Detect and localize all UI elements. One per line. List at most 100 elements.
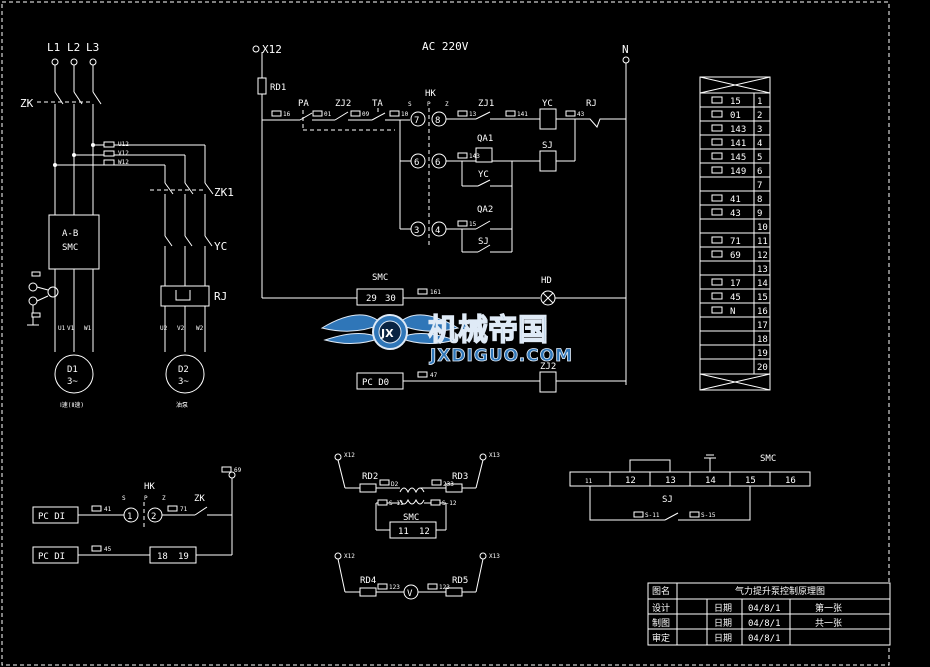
l1-label: L1 bbox=[47, 41, 60, 54]
n-label: N bbox=[622, 43, 629, 56]
terminal-number: 17 bbox=[757, 321, 768, 331]
smc-wire-s11: S-11 bbox=[645, 512, 660, 519]
terminal-wire: 69 bbox=[730, 251, 741, 261]
terminal-number: 3 bbox=[757, 125, 762, 135]
terminal-wire: 145 bbox=[730, 153, 746, 163]
hk-7: 7 bbox=[414, 116, 419, 126]
in-wire-71: 71 bbox=[180, 506, 188, 513]
in-wire-41: 41 bbox=[104, 506, 112, 513]
phase-w2: W2 bbox=[196, 325, 204, 332]
in-hk-label: HK bbox=[144, 482, 155, 492]
mid-wire-d2: D2 bbox=[391, 481, 399, 488]
smc-wire-s15: S-15 bbox=[701, 512, 716, 519]
terminal-number: 2 bbox=[757, 111, 762, 121]
phase-v2: V2 bbox=[177, 325, 185, 332]
sj-label: SJ bbox=[542, 141, 553, 151]
rd3-label: RD3 bbox=[452, 472, 468, 482]
wire-10: 10 bbox=[401, 111, 409, 118]
title-date-label: 日期 bbox=[714, 603, 732, 614]
terminal-number: 7 bbox=[757, 181, 762, 191]
drawing-border bbox=[1, 1, 890, 666]
title-date-label: 日期 bbox=[714, 618, 732, 629]
coil-sj bbox=[539, 150, 557, 172]
coil-yc bbox=[539, 108, 557, 130]
mid-wire-233: 233 bbox=[443, 481, 454, 488]
transformer-primary bbox=[399, 487, 425, 494]
rd4-label: RD4 bbox=[360, 576, 376, 586]
phase-u2: U2 bbox=[160, 325, 168, 332]
smc-cell-16: 16 bbox=[785, 476, 796, 486]
sj-contact-label: SJ bbox=[478, 237, 489, 247]
mid-x13b: X13 bbox=[489, 553, 500, 560]
voltmeter-label: V bbox=[407, 589, 413, 599]
terminal-number: 13 bbox=[757, 265, 768, 275]
terminal-number: 10 bbox=[757, 223, 768, 233]
wire-01: 01 bbox=[324, 111, 332, 118]
mid-t12: 12 bbox=[419, 527, 430, 537]
wire-15: 15 bbox=[469, 221, 477, 228]
title-sheet: 共一张 bbox=[815, 618, 842, 629]
d2-phase: 3~ bbox=[178, 377, 189, 387]
terminal-wire: 17 bbox=[730, 279, 741, 289]
hk-label: HK bbox=[425, 89, 436, 99]
smc-cell-12: 12 bbox=[625, 476, 636, 486]
terminal-wire: 41 bbox=[730, 195, 741, 205]
watermark: JX 机械帝国 JXDIGUO.COM bbox=[320, 312, 573, 366]
terminal-number: 20 bbox=[757, 363, 768, 373]
smc-cell-15: 15 bbox=[745, 476, 756, 486]
motor-d2 bbox=[165, 354, 205, 394]
terminal-wire: 45 bbox=[730, 293, 741, 303]
mid-t11: 11 bbox=[398, 527, 409, 537]
smc-sj-label: SJ bbox=[662, 495, 673, 505]
smc-terminal-29-30 bbox=[356, 288, 404, 306]
power-circuit: L1 L2 L3 ZK U12 V12 W12 A-B SMC U1 V1 W1 bbox=[20, 41, 234, 409]
smc-30: 30 bbox=[385, 294, 396, 304]
terminal-number: 19 bbox=[757, 349, 768, 359]
wire-w12: U12 bbox=[118, 141, 129, 148]
hk-z: Z bbox=[445, 101, 449, 108]
terminal-wire: 141 bbox=[730, 139, 746, 149]
terminal-number: 11 bbox=[757, 237, 768, 247]
l3-label: L3 bbox=[86, 41, 99, 54]
yc-label: YC bbox=[542, 99, 553, 109]
zj1-label: ZJ1 bbox=[478, 99, 494, 109]
wire-09: 09 bbox=[362, 111, 370, 118]
terminal-wire: 43 bbox=[730, 209, 741, 219]
wire-47: 47 bbox=[430, 372, 438, 379]
phase-v1: V1 bbox=[67, 325, 75, 332]
terminal-number: 4 bbox=[757, 139, 762, 149]
fuse-rd1 bbox=[257, 77, 267, 95]
hk-s: S bbox=[408, 101, 412, 108]
motor-d1 bbox=[54, 354, 94, 394]
rd2-label: RD2 bbox=[362, 472, 378, 482]
watermark-cn: 机械帝国 bbox=[428, 313, 548, 348]
in-zk-label: ZK bbox=[194, 494, 205, 504]
control-circuit: X12 AC 220V N RD1 PA ZJ2 TA 16 01 09 10 … bbox=[252, 40, 630, 393]
wire-143: 143 bbox=[469, 153, 480, 160]
title-sheet: 第一张 bbox=[815, 602, 842, 614]
smc-row-label: SMC bbox=[760, 454, 776, 464]
zj2-label: ZJ2 bbox=[335, 99, 351, 109]
watermark-en: JXDIGUO.COM bbox=[429, 346, 573, 366]
terminal-wire: N bbox=[730, 307, 735, 317]
in-t18: 18 bbox=[157, 552, 168, 562]
smc-terminal-row: SMC 11 12 13 14 15 16 SJ S-11 S-15 bbox=[569, 454, 811, 521]
wire-v12: V12 bbox=[118, 150, 129, 157]
terminal-number: 1 bbox=[757, 97, 762, 107]
hk-6a: 6 bbox=[414, 158, 419, 168]
watermark-badge: JX bbox=[380, 327, 394, 340]
l2-label: L2 bbox=[67, 41, 80, 54]
d1-caption: Ⅰ速(Ⅱ速) bbox=[60, 402, 84, 409]
mid-x12: X12 bbox=[344, 452, 355, 459]
zk-label: ZK bbox=[20, 97, 34, 110]
terminal-number: 16 bbox=[757, 307, 768, 317]
qa1-label: QA1 bbox=[477, 134, 493, 144]
mid-wire-s11: S-11 bbox=[389, 500, 404, 507]
terminal-wire: 15 bbox=[730, 97, 741, 107]
input-circuit: PC DI PC DI 41 HK S P Z 1 2 71 ZK 69 45 … bbox=[32, 466, 242, 564]
mid-wire-s12: S-12 bbox=[442, 500, 457, 507]
wire-43: 43 bbox=[577, 111, 585, 118]
